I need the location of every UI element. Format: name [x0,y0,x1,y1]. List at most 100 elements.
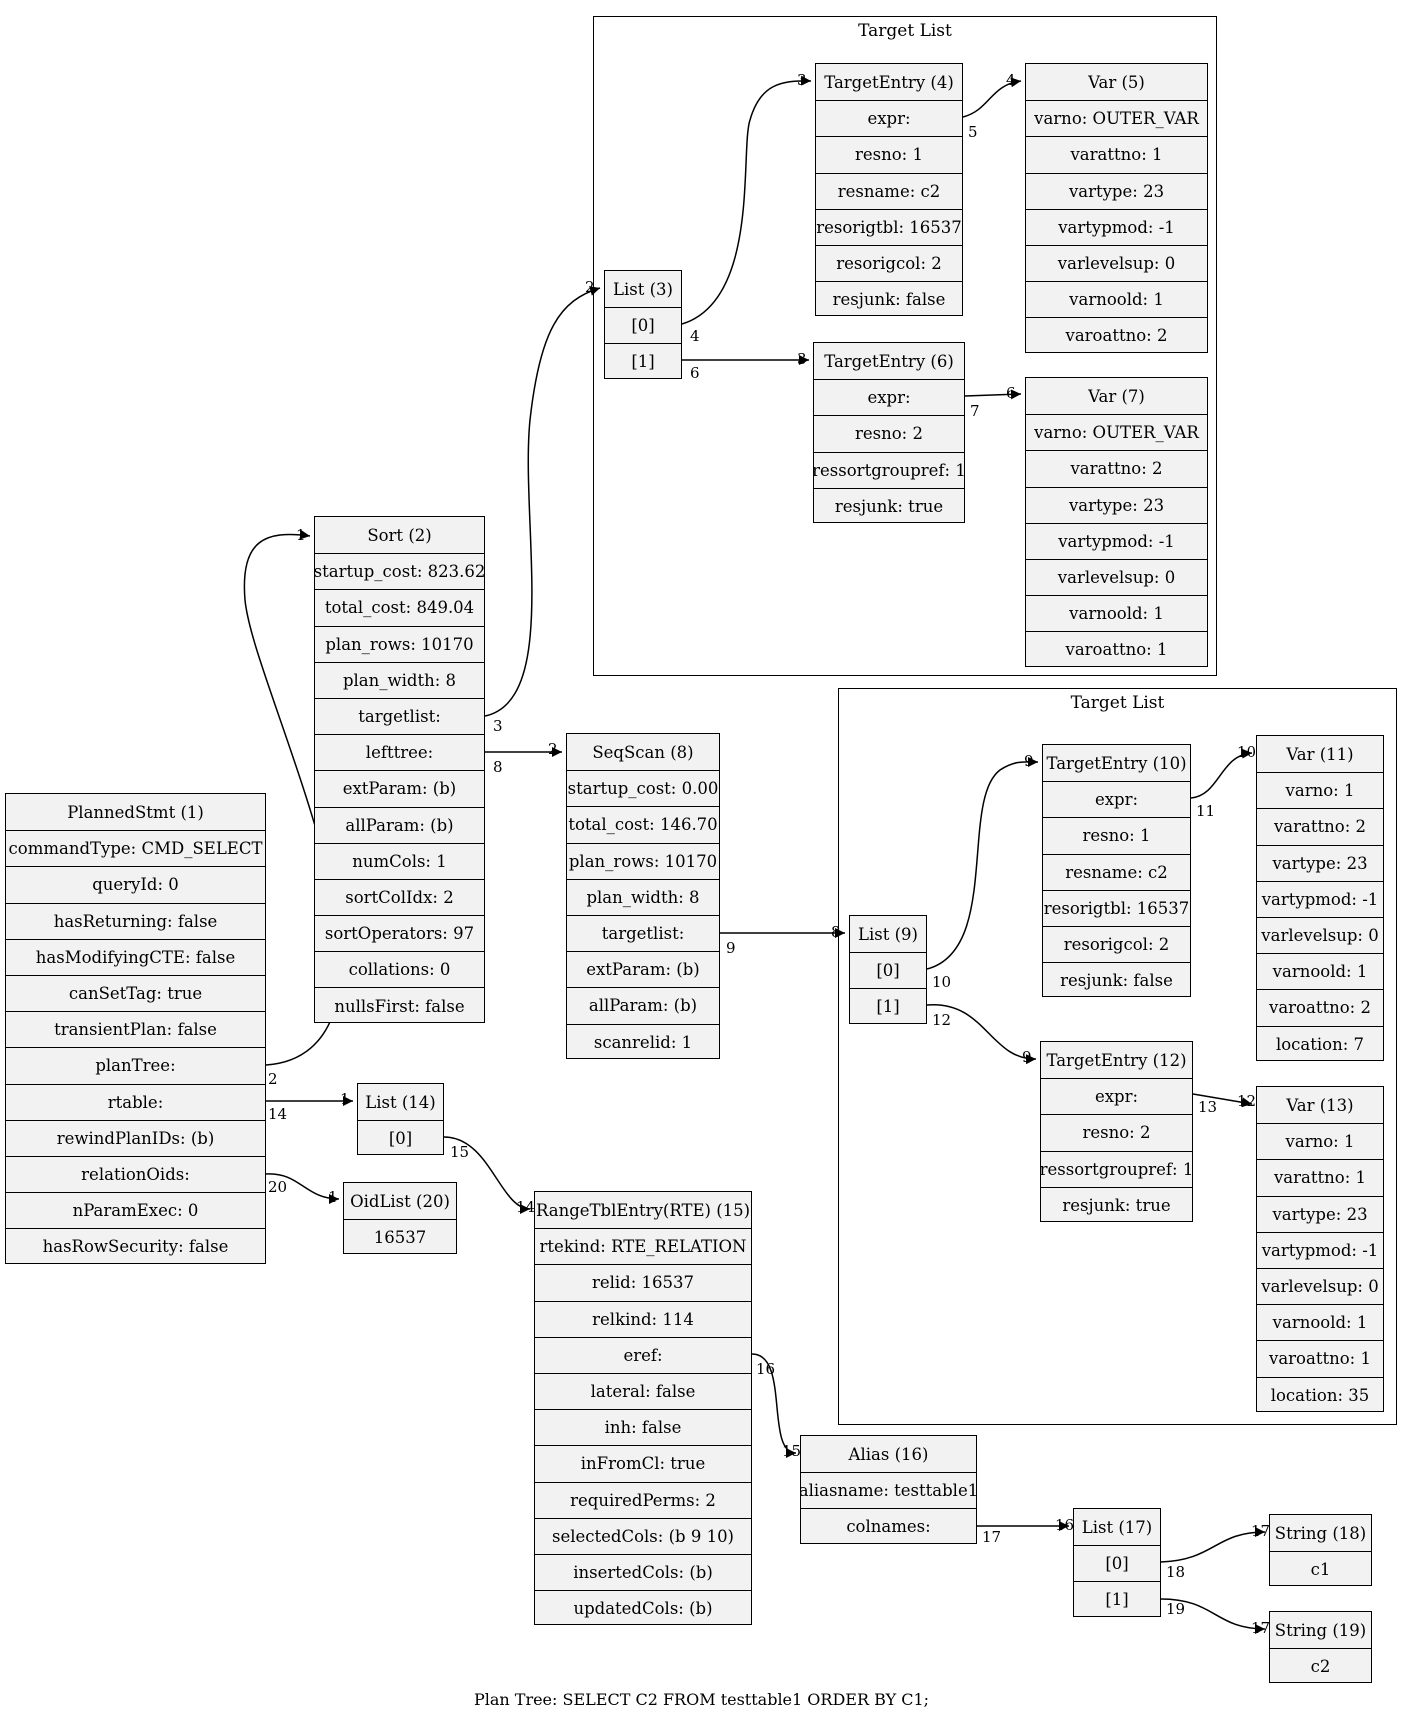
node-field: updatedCols: (b) [535,1590,751,1626]
edge-arrow [964,389,1022,400]
node-field: varoattno: 2 [1257,989,1383,1025]
edge-head-label: 3 [797,350,807,368]
node-title: RangeTblEntry(RTE) (15) [535,1200,751,1220]
node-field: vartype: 23 [1257,1195,1383,1232]
node-field: [0] [850,952,926,988]
node-field: numCols: 1 [315,842,484,879]
node-field: [0] [358,1120,443,1156]
node-field: lateral: false [535,1372,751,1409]
target-list-cluster: Target List [593,16,1217,676]
edge-head-label: 16 [1055,1516,1075,1534]
node-field: vartypmod: -1 [1026,522,1207,559]
edge-arrow [265,1173,340,1204]
node-field: relationOids: [6,1155,265,1192]
edge-tail-label: 13 [1198,1098,1218,1116]
node-field: resno: 1 [1043,817,1190,853]
node-title: Sort (2) [367,525,432,545]
record-node: List (17)[0][1] [1073,1508,1161,1617]
edge-arrow [1190,748,1253,799]
edge-tail-label: 5 [968,123,978,141]
node-field: hasRowSecurity: false [6,1228,265,1264]
node-field: lefttree: [315,734,484,770]
edge-arrow [484,286,601,717]
node-field: varnoold: 1 [1257,953,1383,989]
node-field: relid: 16537 [535,1264,751,1300]
node-field: varlevelsup: 0 [1026,244,1207,281]
cluster-title: Target List [858,21,952,41]
node-field: [1] [605,343,681,379]
node-title: TargetEntry (10) [1046,753,1187,773]
node-field: varnoold: 1 [1026,281,1207,317]
node-field: total_cost: 849.04 [315,589,484,625]
edge-arrow [962,77,1022,118]
node-field: c1 [1270,1551,1371,1587]
node-field: ressortgroupref: 1 [1041,1150,1192,1187]
edge-arrow [926,756,1039,970]
node-field: colnames: [801,1508,976,1544]
node-field: varoattno: 1 [1257,1340,1383,1376]
record-node: List (3)[0][1] [604,270,682,379]
edge-head-label: 9 [1024,752,1034,770]
node-title: TargetEntry (6) [824,351,954,371]
node-field: vartype: 23 [1257,844,1383,881]
node-field: commandType: CMD_SELECT [6,830,265,866]
edge-tail-label: 12 [932,1011,952,1029]
edge-head-label: 12 [1237,1092,1257,1110]
target-list-cluster: Target List [838,688,1397,1425]
node-field: [0] [1074,1545,1160,1581]
edge-tail-label: 17 [982,1528,1002,1546]
node-field: varno: OUTER_VAR [1026,100,1207,136]
node-field: extParam: (b) [315,770,484,806]
node-field: varattno: 1 [1257,1159,1383,1195]
node-field: varno: 1 [1257,772,1383,808]
record-node: String (18) c1 [1269,1514,1372,1587]
node-field: eref: [535,1336,751,1373]
node-field: [1] [1074,1581,1160,1617]
node-field: varoattno: 2 [1026,317,1207,353]
edge-arrow [1160,1527,1266,1563]
edge-head-label: 6 [1006,384,1016,402]
edge-tail-label: 11 [1196,802,1216,820]
node-field: allParam: (b) [567,987,719,1023]
node-field: resorigcol: 2 [816,244,962,281]
node-field: varlevelsup: 0 [1257,1267,1383,1304]
node-field: varattno: 1 [1026,136,1207,172]
node-field: startup_cost: 823.62 [315,553,484,589]
edge-head-label: 10 [1237,743,1257,761]
edge-head-label: 15 [782,1442,802,1460]
node-field: queryId: 0 [6,866,265,902]
node-field: sortColIdx: 2 [315,878,484,915]
edge-head-label: 9 [1022,1048,1032,1066]
node-field: hasModifyingCTE: false [6,938,265,975]
cluster-title: Target List [1070,693,1165,713]
edge-tail-label: 7 [970,402,980,420]
node-title: String (18) [1274,1523,1367,1543]
node-field: inh: false [535,1409,751,1445]
edge-head-label: 17 [1251,1619,1271,1637]
node-field: sortOperators: 97 [315,915,484,951]
node-field: scanrelid: 1 [567,1023,719,1060]
node-title: List (9) [858,924,918,944]
node-field: varno: OUTER_VAR [1026,414,1207,450]
edge-head-label: 14 [516,1198,536,1216]
node-title: SeqScan (8) [592,742,694,762]
node-title: OidList (20) [350,1191,450,1211]
record-node: List (14)[0] [357,1083,444,1156]
node-field: allParam: (b) [315,806,484,843]
node-field: resjunk: false [1043,962,1190,998]
edge-tail-label: 3 [493,717,503,735]
node-field: ressortgroupref: 1 [814,451,964,488]
node-field: location: 7 [1257,1025,1383,1062]
node-field: plan_rows: 10170 [315,625,484,662]
node-field: varnoold: 1 [1257,1304,1383,1340]
node-title: List (3) [613,279,673,299]
edge-tail-label: 19 [1166,1600,1186,1618]
edge-head-label: 8 [831,923,841,941]
node-field: targetlist: [315,697,484,734]
